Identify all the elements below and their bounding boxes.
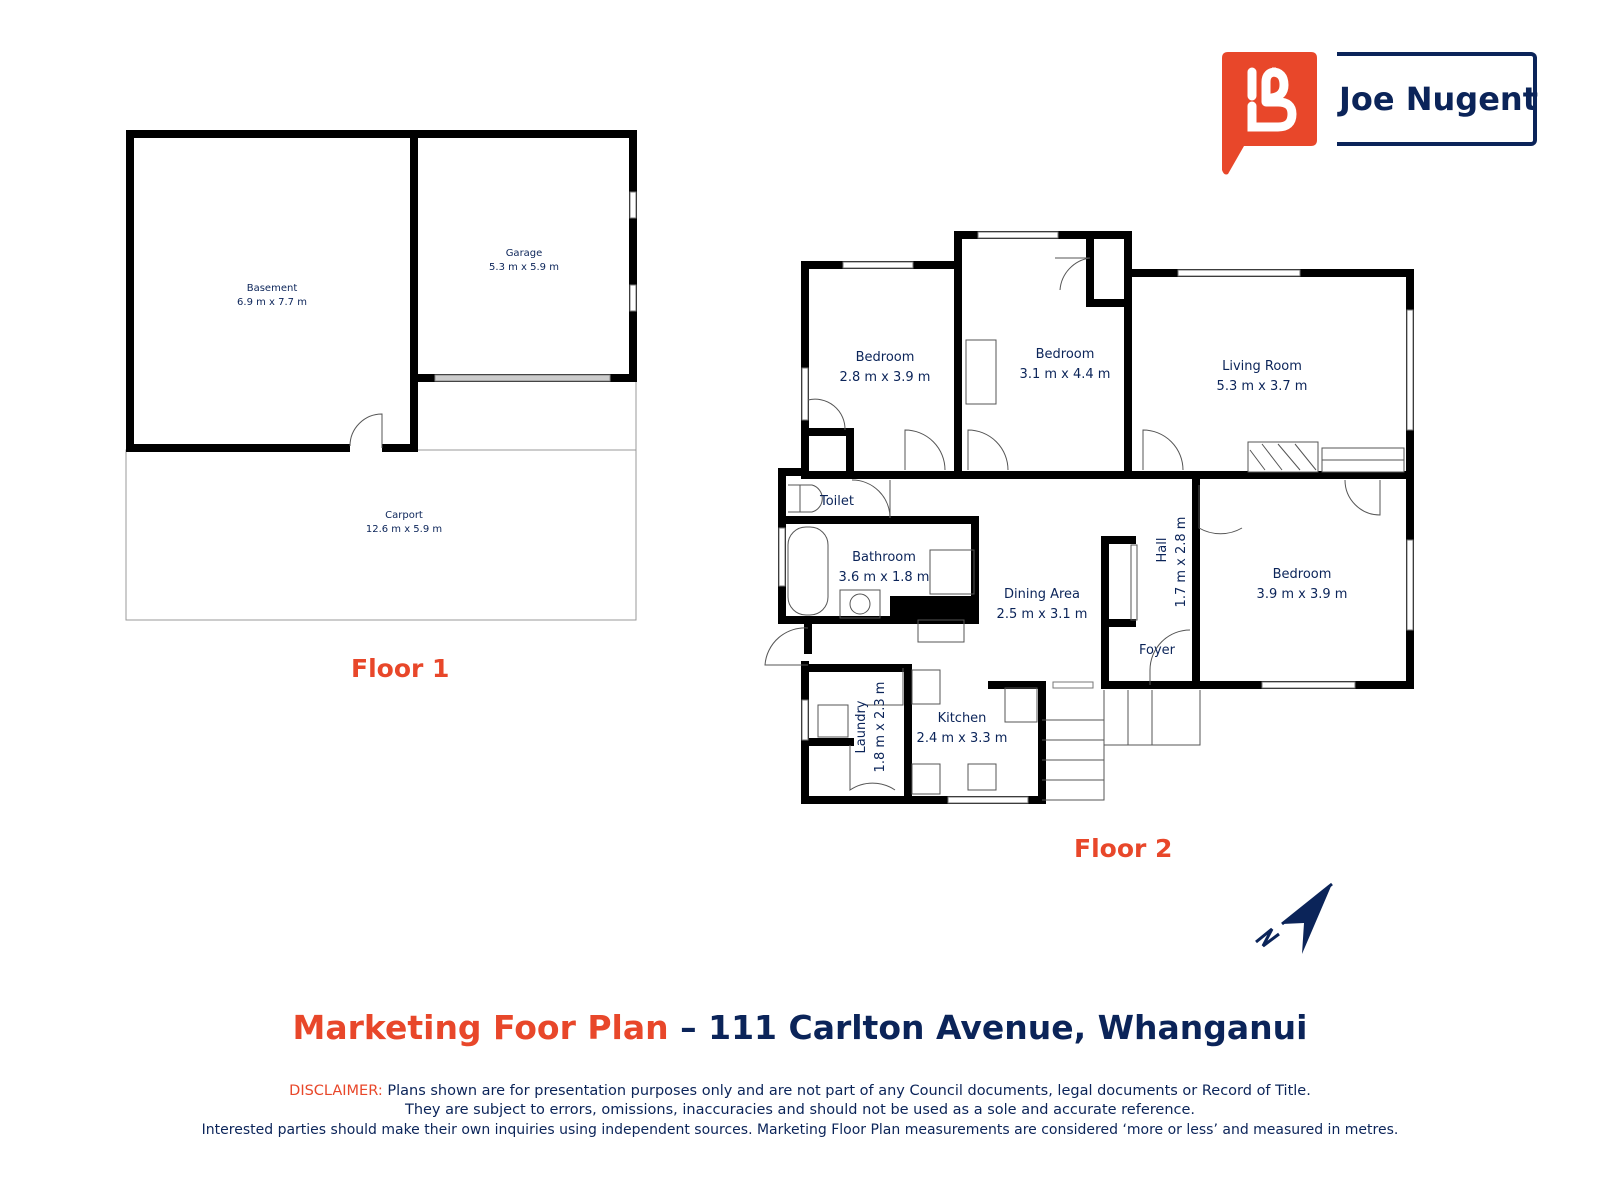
door <box>349 413 383 448</box>
room-size: 2.5 m x 3.1 m <box>997 607 1088 622</box>
room-size: 1.8 m x 2.3 m <box>873 682 888 773</box>
room-name: Living Room <box>1222 359 1302 374</box>
stairs <box>1042 690 1201 801</box>
window <box>629 191 637 219</box>
title-highlight: Marketing Foor Plan <box>292 1008 669 1047</box>
room-size: 2.8 m x 3.9 m <box>840 370 931 385</box>
room-size: 2.4 m x 3.3 m <box>917 731 1008 746</box>
room-size: 5.3 m x 3.7 m <box>1217 379 1308 394</box>
floor-1-label: Floor 1 <box>351 654 450 683</box>
room-name: Laundry <box>854 700 869 753</box>
room-size: 12.6 m x 5.9 m <box>366 524 442 535</box>
fireplace <box>1247 441 1405 473</box>
room-size: 3.6 m x 1.8 m <box>839 570 930 585</box>
room-name: Bedroom <box>856 350 915 365</box>
disclaimer-label: DISCLAIMER: <box>289 1083 383 1099</box>
agent-name-box: Joe Nugent <box>1337 52 1538 146</box>
room-name: Dining Area <box>1004 587 1080 602</box>
room-size: 1.7 m x 2.8 m <box>1174 517 1189 608</box>
room-name: Kitchen <box>938 711 987 726</box>
room-name: Hall <box>1155 538 1170 563</box>
carport-outline <box>125 449 637 621</box>
room-name: Bathroom <box>852 550 916 565</box>
disclaimer-line-1: DISCLAIMER: Plans shown are for presenta… <box>0 1082 1600 1101</box>
room-name: Foyer <box>1139 643 1176 658</box>
page-title: Marketing Foor Plan – 111 Carlton Avenue… <box>0 1008 1600 1047</box>
floor-2-plan: Bedroom 2.8 m x 3.9 m Bedroom 3.1 m x 4.… <box>764 231 1414 804</box>
room-size: 6.9 m x 7.7 m <box>237 297 307 308</box>
room-size: 3.9 m x 3.9 m <box>1257 587 1348 602</box>
garage-door <box>434 374 611 382</box>
room-name: Carport <box>385 510 423 521</box>
disclaimer-text: Plans shown are for presentation purpose… <box>382 1083 1311 1099</box>
b-speech-bubble-icon <box>1222 52 1317 175</box>
floor-2-label: Floor 2 <box>1074 834 1173 863</box>
brand-logo <box>1222 52 1317 176</box>
floor-plans: Basement 6.9 m x 7.7 m Garage 5.3 m x 5.… <box>125 130 1414 954</box>
room-size: 5.3 m x 5.9 m <box>489 262 559 273</box>
floor1-walls <box>126 130 637 452</box>
agent-name: Joe Nugent <box>1339 80 1538 118</box>
title-address: – 111 Carlton Avenue, Whanganui <box>668 1008 1308 1047</box>
room-size: 3.1 m x 4.4 m <box>1020 367 1111 382</box>
room-name: Basement <box>247 283 298 294</box>
disclaimer-line-3: Interested parties should make their own… <box>201 1122 1399 1138</box>
room-name: Garage <box>506 248 543 259</box>
room-name: Bedroom <box>1273 567 1332 582</box>
north-arrow-icon <box>1255 882 1333 954</box>
window <box>629 284 637 312</box>
room-name: Toilet <box>819 494 854 509</box>
disclaimer-line-2: They are subject to errors, omissions, i… <box>404 1102 1196 1118</box>
room-name: Bedroom <box>1036 347 1095 362</box>
floor-1-plan: Basement 6.9 m x 7.7 m Garage 5.3 m x 5.… <box>125 130 637 621</box>
